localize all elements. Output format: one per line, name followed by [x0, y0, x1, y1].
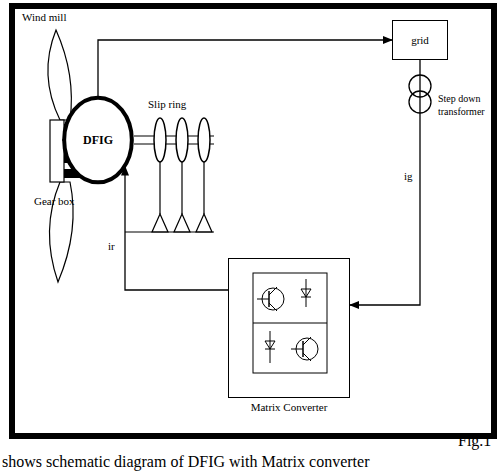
gear-box	[50, 120, 64, 182]
brushes	[125, 162, 214, 232]
box-heading: Matrix Converter	[209, 401, 369, 413]
part-label: ig	[404, 170, 413, 183]
node-label: grid	[411, 34, 429, 46]
part-label: Step down transformer	[438, 92, 492, 118]
converter-box: Matrix Converter	[228, 258, 350, 398]
connector	[125, 167, 228, 291]
grid-box: grid	[392, 20, 448, 60]
slip-ring	[176, 118, 188, 162]
part-label: Slip ring	[148, 98, 186, 111]
generator-circle: DFIG	[62, 95, 134, 185]
slip-ring	[154, 118, 166, 162]
part-label: ir	[108, 240, 115, 253]
node-label: DFIG	[83, 133, 113, 148]
switch-symbol	[229, 259, 349, 397]
figure-caption: Fig.1 shows schematic diagram of DFIG wi…	[2, 430, 502, 472]
connector	[350, 60, 420, 305]
blade	[48, 30, 71, 120]
part-label: Wind mill	[22, 11, 66, 24]
connector	[98, 40, 392, 97]
slip-ring	[198, 118, 210, 162]
frame	[12, 6, 494, 436]
part-label: Gear box	[34, 195, 75, 208]
